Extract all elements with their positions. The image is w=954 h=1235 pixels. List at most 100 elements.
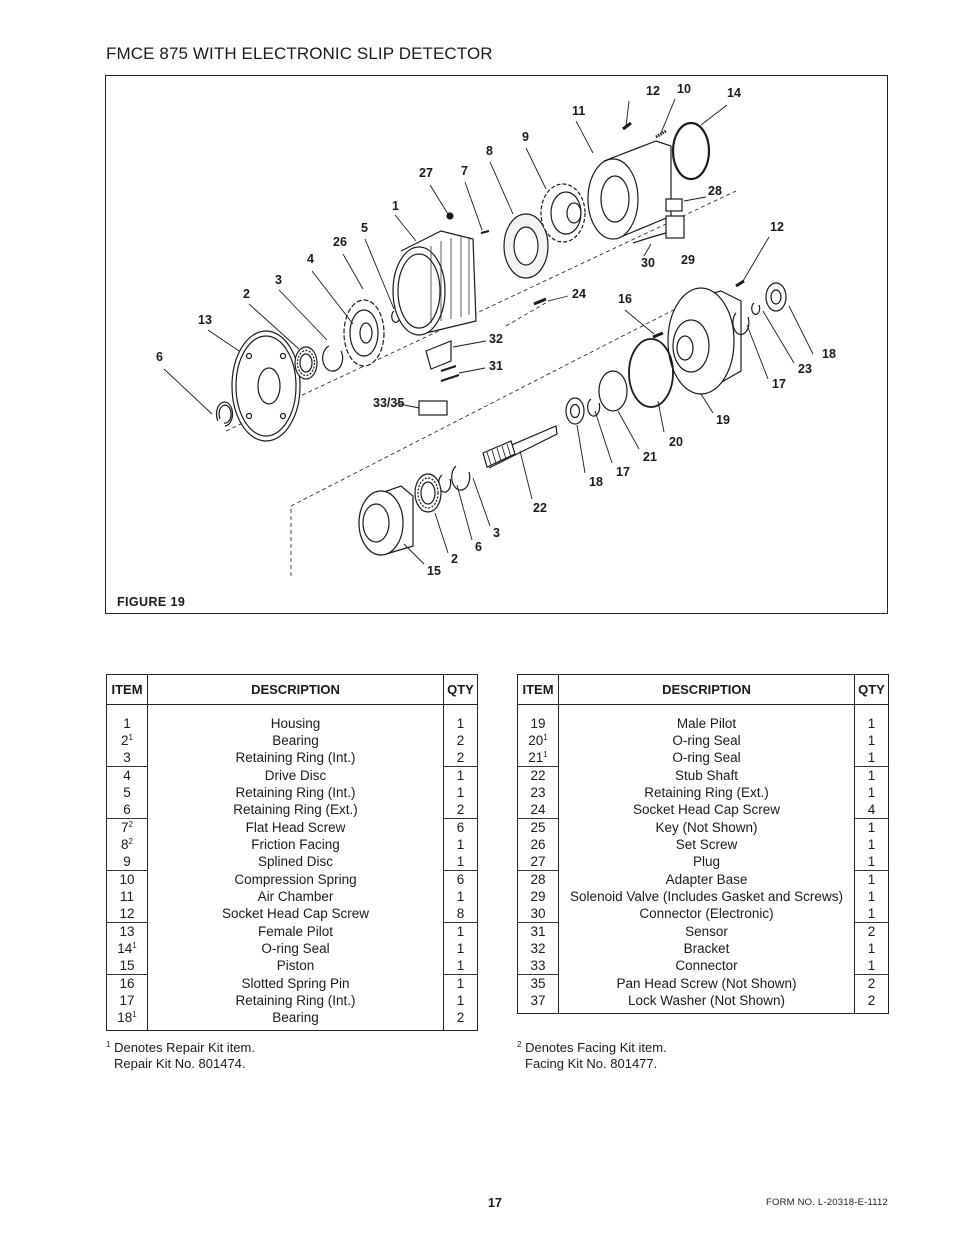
item-number-text: 13 [119, 924, 135, 939]
part-callout: 6 [156, 350, 163, 364]
item-number: 201 [517, 732, 559, 749]
part-callout: 18 [589, 475, 603, 489]
item-number: 35 [517, 974, 559, 992]
part-connector-30 [632, 232, 667, 244]
item-description: Connector (Electronic) [639, 906, 774, 921]
item-description: Bracket [683, 941, 730, 956]
part-callout: 7 [461, 164, 468, 178]
item-description: Key (Not Shown) [655, 819, 758, 835]
footnote-line: Denotes Repair Kit item. [114, 1040, 255, 1055]
item-number: 23 [517, 784, 559, 801]
item-description: Sensor [685, 923, 728, 939]
part-bearing-18-right [765, 282, 787, 312]
part-callout: 14 [727, 86, 741, 100]
kit-superscript: 1 [132, 1010, 137, 1019]
item-number: 9 [106, 853, 148, 871]
item-number-text: 9 [123, 854, 131, 869]
part-solenoid-valve-29 [665, 215, 685, 239]
header-item: ITEM [106, 674, 148, 705]
item-qty: 1 [443, 853, 478, 871]
item-number: 25 [517, 818, 559, 836]
item-number: 27 [517, 853, 559, 871]
item-qty: 1 [443, 992, 478, 1009]
item-number: 13 [106, 922, 148, 940]
part-friction-facing-8 [503, 213, 549, 279]
header-qty: QTY [443, 674, 478, 705]
assembly-axis-upper [225, 190, 737, 432]
item-number-text: 25 [530, 820, 546, 835]
figure-label: FIGURE 19 [117, 595, 186, 609]
item-description: Bearing [272, 1010, 319, 1025]
kit-superscript: 1 [132, 941, 137, 950]
exploded-view-drawing: 1210141198277281125264302932421613326183… [156, 82, 836, 578]
part-callout: 32 [489, 332, 503, 346]
item-description: Piston [276, 958, 315, 973]
item-description: Housing [270, 716, 321, 731]
item-qty: 1 [854, 836, 889, 853]
parts-row: 25 Key (Not Shown) 1 [517, 818, 889, 836]
item-number: 24 [517, 801, 559, 819]
page-title: FMCE 875 WITH ELECTRONIC SLIP DETECTOR [106, 44, 493, 63]
item-number-text: 29 [530, 889, 546, 904]
header-item: ITEM [517, 674, 559, 705]
item-qty: 2 [854, 992, 889, 1014]
item-description: Splined Disc [257, 854, 334, 869]
item-qty: 8 [443, 905, 478, 923]
item-qty: 1 [854, 957, 889, 975]
form-number: FORM NO. L-20318-E-1112 [766, 1197, 888, 1208]
item-number: 22 [517, 766, 559, 784]
item-number-text: 24 [530, 802, 546, 817]
part-connector-33 [418, 400, 448, 416]
part-screw-7 [480, 230, 490, 234]
part-male-pilot-19 [667, 287, 742, 395]
part-retaining-ring-6-lower [438, 474, 452, 493]
part-oring-21 [598, 370, 628, 412]
part-callout: 24 [572, 287, 586, 301]
item-description: Stub Shaft [674, 767, 739, 783]
item-number: 17 [106, 992, 148, 1009]
item-description: Retaining Ring (Ext.) [233, 802, 358, 817]
part-callout: 30 [641, 256, 655, 270]
item-description: Slotted Spring Pin [241, 975, 350, 991]
kit-superscript: 1 [543, 733, 548, 742]
part-retaining-ring-17-right [732, 312, 750, 336]
header-qty: QTY [854, 674, 889, 705]
part-piston-15 [358, 485, 414, 556]
item-number-text: 14 [117, 941, 133, 956]
footnote-line: Facing Kit No. 801477. [525, 1056, 658, 1071]
item-number: 6 [106, 801, 148, 819]
item-qty: 1 [854, 818, 889, 836]
kit-superscript: 2 [128, 820, 133, 829]
item-number: 15 [106, 957, 148, 975]
item-number: 30 [517, 905, 559, 923]
item-qty: 1 [854, 715, 889, 732]
item-qty: 2 [854, 974, 889, 992]
part-callout: 33/35 [373, 396, 404, 410]
item-number: 29 [517, 888, 559, 905]
item-number-text: 37 [530, 993, 546, 1008]
item-number: 72 [106, 818, 148, 836]
item-description: Lock Washer (Not Shown) [627, 993, 786, 1008]
part-callout: 20 [669, 435, 683, 449]
part-screw-12-top [622, 121, 632, 131]
item-number: 82 [106, 836, 148, 853]
item-number-text: 26 [530, 837, 546, 852]
page-number: 17 [488, 1196, 502, 1210]
item-qty: 1 [443, 888, 478, 905]
leader-lines [163, 98, 814, 565]
part-callout: 12 [770, 220, 784, 234]
item-number: 181 [106, 1009, 148, 1031]
